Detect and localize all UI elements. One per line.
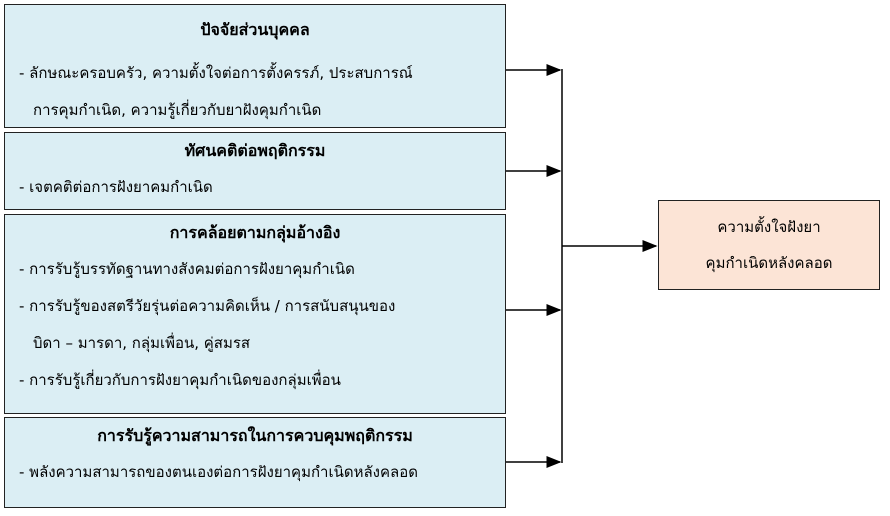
factor-item: บิดา – มารดา, กลุ่มเพื่อน, คู่สมรส	[33, 334, 251, 352]
factor-attitude: ทัศนคติต่อพฤติกรรม - เจตคติต่อการฝังยาคม…	[4, 132, 506, 210]
factor-perceived-control: การรับรู้ความสามารถในการควบคุมพฤติกรรม -…	[4, 417, 506, 508]
outcome-line: คุมกำเนิดหลังคลอด	[705, 254, 833, 272]
factor-personal: ปัจจัยส่วนบุคคล - ลักษณะครอบครัว, ความตั…	[4, 4, 506, 128]
factor-item: การคุมกำเนิด, ความรู้เกี่ยวกับยาฝังคุมกำ…	[33, 101, 322, 119]
factor-title: ปัจจัยส่วนบุคคล	[200, 20, 310, 39]
factor-item: - การรับรู้ของสตรีวัยรุ่นต่อความคิดเห็น …	[19, 297, 396, 315]
factor-item: - เจตคติต่อการฝังยาคมกำเนิด	[19, 178, 213, 196]
factor-item: - พลังความสามารถของตนเองต่อการฝังยาคุมกำ…	[19, 463, 418, 481]
factor-subjective-norm: การคล้อยตามกลุ่มอ้างอิง - การรับรู้บรรทั…	[4, 214, 506, 414]
factor-title: การรับรู้ความสามารถในการควบคุมพฤติกรรม	[97, 426, 413, 445]
factor-item: - การรับรู้บรรทัดฐานทางสังคมต่อการฝังยาค…	[19, 260, 355, 278]
outcome-box: ความตั้งใจฝังยา คุมกำเนิดหลังคลอด	[658, 200, 880, 290]
factor-title: การคล้อยตามกลุ่มอ้างอิง	[169, 223, 341, 242]
outcome-line: ความตั้งใจฝังยา	[717, 218, 821, 236]
factor-item: - ลักษณะครอบครัว, ความตั้งใจต่อการตั้งคร…	[19, 64, 413, 82]
factor-item: - การรับรู้เกี่ยวกับการฝังยาคุมกำเนิดของ…	[19, 371, 341, 389]
factor-title: ทัศนคติต่อพฤติกรรม	[184, 141, 326, 160]
